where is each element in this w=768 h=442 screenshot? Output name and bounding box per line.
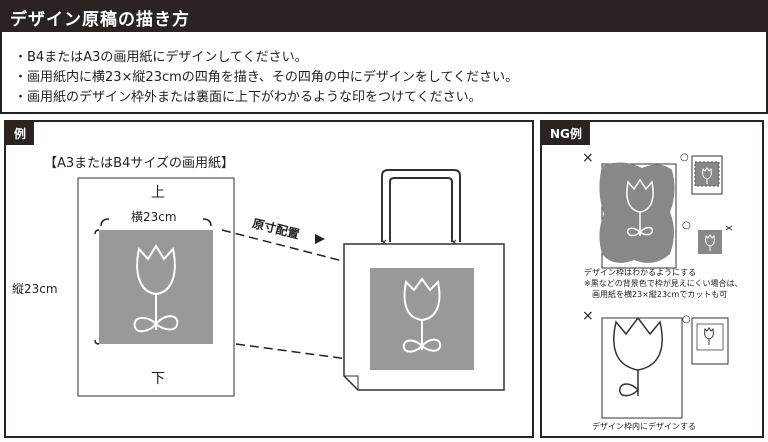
example-illustration <box>77 169 505 397</box>
ng-illustration <box>599 155 733 419</box>
instruction-line-1: ・B4またはA3の画用紙にデザインしてください。 <box>14 50 308 65</box>
example-panel: 例 <box>4 120 534 438</box>
width-bracket <box>100 218 212 227</box>
tulip-on-bag-icon <box>402 277 442 353</box>
ng2-x-mark: × <box>582 308 594 324</box>
top-mark: 上 <box>151 185 165 201</box>
tote-bag <box>343 169 505 391</box>
tulip-icon <box>133 244 179 333</box>
ok2-o-mark: ○ <box>682 220 691 231</box>
height-bracket <box>94 229 100 345</box>
instruction-line-2: ・画用紙内に横23×縦23cmの四角を描き、その四角の中にデザインをしてください… <box>14 70 519 85</box>
height-label: 縦23cm <box>12 282 58 296</box>
title-bar: デザイン原稿の描き方 <box>0 0 768 32</box>
ng-note-1: デザイン枠はわかるようにする <box>584 268 697 277</box>
ng-note-3: 画用紙を横23×縦23cmでカットも可 <box>592 290 728 299</box>
ng-panel: NG例 × ○ ○ デザイン枠はわかるようにする ※黒などの背景色で枠 <box>540 120 764 438</box>
example-tag: 例 <box>6 122 35 145</box>
ng-note-4: デザイン枠内にデザインする <box>592 422 696 431</box>
page-title: デザイン原稿の描き方 <box>10 10 190 30</box>
scissors-icon <box>725 225 733 231</box>
arrow-right-icon <box>315 234 325 244</box>
ng-note-2: ※黒などの背景色で枠が見えにくい場合は、 <box>584 279 743 288</box>
instructions-box: ・B4またはA3の画用紙にデザインしてください。 ・画用紙内に横23×縦23cm… <box>0 32 768 114</box>
ok3-o-mark: ○ <box>682 314 691 325</box>
ng1-x-mark: × <box>582 150 594 166</box>
instruction-line-3: ・画用紙のデザイン枠外または裏面に上下がわかるような印をつけてください。 <box>14 90 482 105</box>
ng-tag: NG例 <box>542 122 590 145</box>
width-label: 横23cm <box>131 210 177 224</box>
scribble-background <box>599 162 675 263</box>
ok1-o-mark: ○ <box>680 152 689 163</box>
paper-caption: 【A3またはB4サイズの画用紙】 <box>44 156 234 171</box>
bottom-mark: 下 <box>151 371 165 387</box>
